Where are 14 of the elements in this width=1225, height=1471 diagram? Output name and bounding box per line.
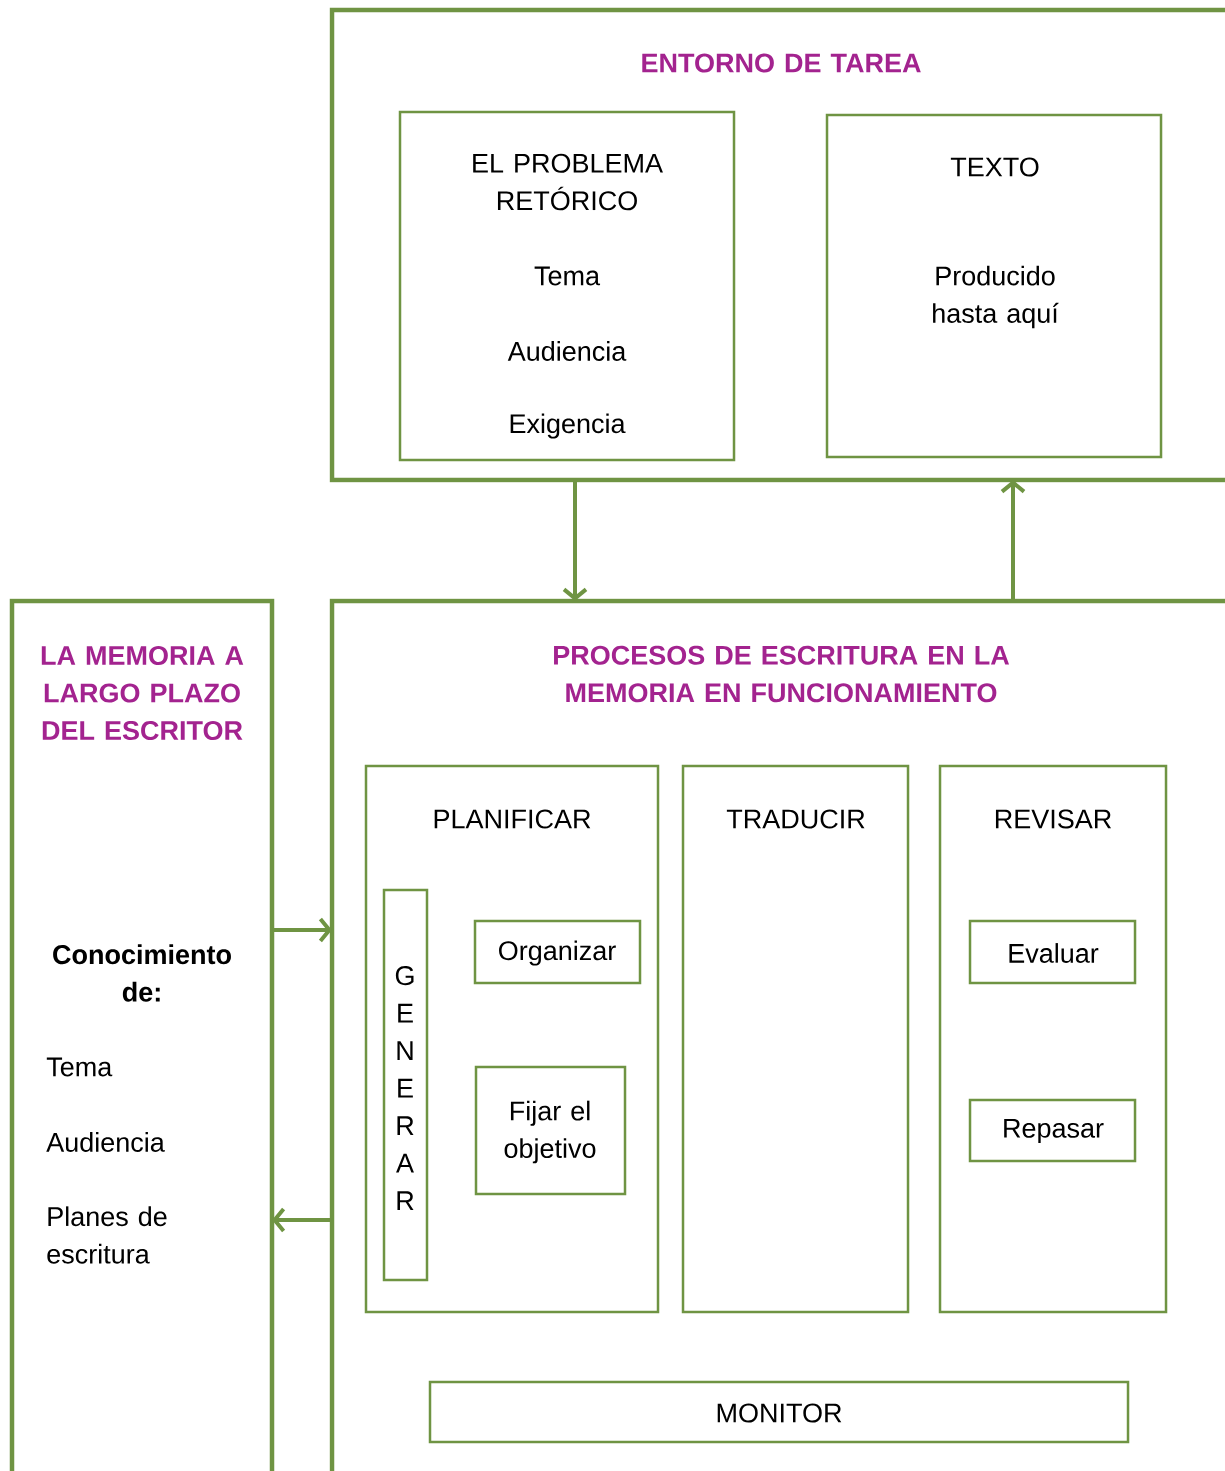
process-box: Evaluar: [968, 919, 1137, 985]
process-box: Repasar: [968, 1098, 1137, 1163]
process-box: Fijar el objetivo: [474, 1065, 627, 1196]
arrow: [272, 917, 332, 943]
process-box: Organizar: [473, 919, 642, 985]
arrow: [1000, 480, 1026, 601]
arrow: [272, 1207, 332, 1233]
process-box: TRADUCIR: [681, 764, 910, 1314]
panel: LA MEMORIA A LARGO PLAZO DEL ESCRITOR Conocimiento de: Tema Audiencia Planes de escritura: [9, 598, 275, 1471]
process-box: MONITOR: [428, 1380, 1130, 1444]
process-box: G E N E R A R: [382, 888, 429, 1282]
process-box: EL PROBLEMA RETÓRICO Tema Audiencia Exigencia: [398, 110, 736, 462]
process-box: TEXTO Producido hasta aquí: [825, 113, 1163, 459]
arrow: [562, 480, 588, 601]
